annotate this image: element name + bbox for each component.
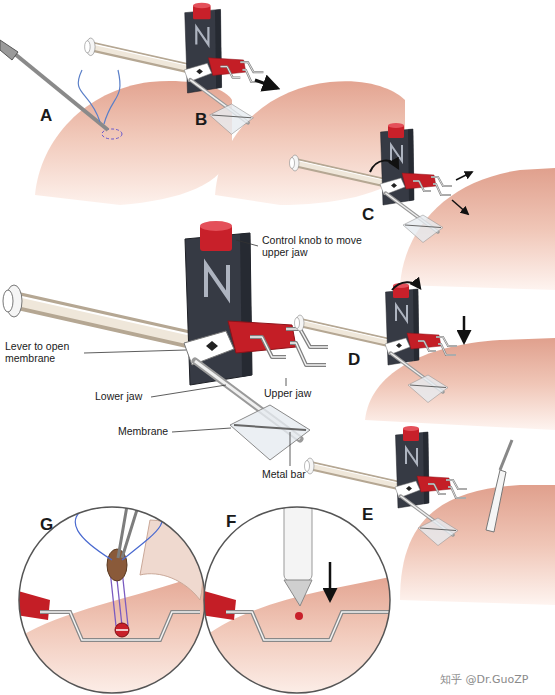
part-label: Upper jaw <box>264 387 311 399</box>
puncture-site <box>102 129 122 139</box>
leader-line <box>84 350 186 353</box>
closure-device <box>290 123 453 243</box>
leader-line <box>286 378 287 386</box>
detail-circle-border <box>204 507 390 693</box>
guide-wire <box>78 70 120 124</box>
part-label: Control knob to move upper jaw <box>262 234 366 258</box>
closure-device <box>85 3 264 134</box>
motion-arrow <box>456 172 472 180</box>
part-label: Lever to open membrane <box>5 340 83 364</box>
motion-arrow <box>463 316 466 342</box>
jaw-wire-shine <box>40 612 200 640</box>
panel-letter: G <box>40 515 53 535</box>
skin-mound <box>215 81 405 205</box>
motion-arrow <box>329 562 332 600</box>
anchor-slot <box>116 629 128 631</box>
panel-letter: F <box>226 512 236 532</box>
suture-loop <box>75 505 162 560</box>
skin-mound <box>35 81 232 205</box>
part-label: Membrane <box>118 425 168 437</box>
scalpel-handle <box>500 440 512 470</box>
detail-circle <box>15 500 215 695</box>
motion-arrow <box>452 200 468 214</box>
needle <box>10 50 108 130</box>
tissue-flap <box>140 520 203 600</box>
scalpel-blade <box>486 470 506 532</box>
watermark: 知乎 @Dr.GuoZP <box>440 674 528 687</box>
leader-line <box>172 428 231 432</box>
leader-line <box>151 385 226 397</box>
anchor-dot <box>295 612 303 620</box>
skin-section <box>200 575 400 695</box>
detail-circle-border <box>19 507 205 693</box>
detail-circle <box>200 495 400 695</box>
needle-hub <box>0 40 18 60</box>
instrument-tip <box>284 580 312 606</box>
panel-letter: D <box>348 350 360 370</box>
leader-lines <box>84 240 290 466</box>
rotate-arrow <box>392 282 420 290</box>
part-label: Metal bar <box>262 468 306 480</box>
rotate-arrow <box>370 161 398 172</box>
jaw-wire <box>40 612 200 640</box>
anchor-screw <box>115 623 129 637</box>
leader-line <box>236 240 258 246</box>
jaw-wire-shine <box>226 612 392 640</box>
panel-letter: B <box>195 110 207 130</box>
jaw-wire <box>226 612 392 640</box>
closure-device <box>295 283 458 403</box>
leader-line <box>290 432 291 466</box>
panel-letter: A <box>40 106 52 126</box>
panel-letter: C <box>362 205 374 225</box>
motion-arrow <box>255 80 277 88</box>
skin-section <box>15 570 215 695</box>
part-label: Lower jaw <box>95 390 142 402</box>
panel-letter: E <box>362 505 373 525</box>
